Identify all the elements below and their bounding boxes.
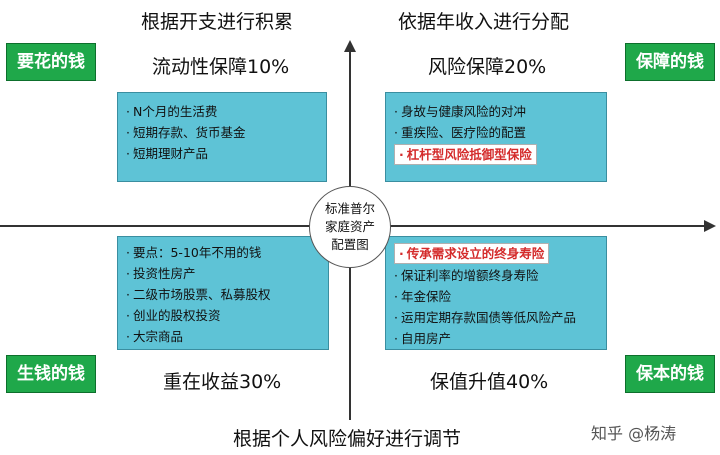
list-item: 要点：5-10年不用的钱	[126, 242, 320, 263]
center-line: 家庭资产	[324, 219, 375, 234]
box-top-right: 身故与健康风险的对冲 重疾险、医疗险的配置 杠杆型风险抵御型保险	[385, 92, 607, 182]
list-item: 大宗商品	[126, 326, 320, 347]
caption-top-left: 根据开支进行积累	[141, 11, 294, 33]
caption-top-right: 依据年收入进行分配	[398, 11, 570, 33]
badge-preservation-money: 保本的钱	[625, 355, 715, 393]
box-top-left: N个月的生活费 短期存款、货币基金 短期理财产品	[117, 92, 327, 182]
list-item: 二级市场股票、私募股权	[126, 284, 320, 305]
list-item: 短期存款、货币基金	[126, 122, 318, 143]
title-liquidity: 流动性保障10%	[152, 56, 290, 78]
center-circle: 标准普尔 家庭资产 配置图	[309, 186, 391, 268]
badge-spending-money: 要花的钱	[6, 43, 96, 81]
caption-bottom: 根据个人风险偏好进行调节	[233, 428, 462, 450]
center-line: 标准普尔	[324, 201, 375, 216]
list-item: 保证利率的增额终身寿险	[394, 265, 598, 286]
vertical-axis-arrow-icon	[344, 40, 356, 52]
highlight-item: 传承需求设立的终身寿险	[394, 243, 550, 264]
list-item: 年金保险	[394, 286, 598, 307]
badge-growth-money: 生钱的钱	[6, 355, 96, 393]
list-item: 运用定期存款国债等低风险产品	[394, 307, 598, 328]
list-item: 短期理财产品	[126, 143, 318, 164]
badge-protection-money: 保障的钱	[625, 43, 715, 81]
list-item: N个月的生活费	[126, 101, 318, 122]
list-item: 身故与健康风险的对冲	[394, 101, 598, 122]
box-bottom-left: 要点：5-10年不用的钱 投资性房产 二级市场股票、私募股权 创业的股权投资 大…	[117, 236, 329, 350]
list-item: 重疾险、医疗险的配置	[394, 122, 598, 143]
list-item: 投资性房产	[126, 263, 320, 284]
list-item: 创业的股权投资	[126, 305, 320, 326]
title-returns: 重在收益30%	[163, 371, 282, 393]
list-item: 自用房产	[394, 328, 598, 349]
center-line: 配置图	[331, 237, 369, 252]
title-risk-protection: 风险保障20%	[428, 56, 547, 78]
horizontal-axis-arrow-icon	[704, 220, 716, 232]
watermark: 知乎 @杨涛	[591, 424, 677, 443]
box-bottom-right: 传承需求设立的终身寿险 保证利率的增额终身寿险 年金保险 运用定期存款国债等低风…	[385, 236, 607, 350]
title-preservation: 保值升值40%	[430, 371, 549, 393]
highlight-item: 杠杆型风险抵御型保险	[394, 144, 537, 165]
